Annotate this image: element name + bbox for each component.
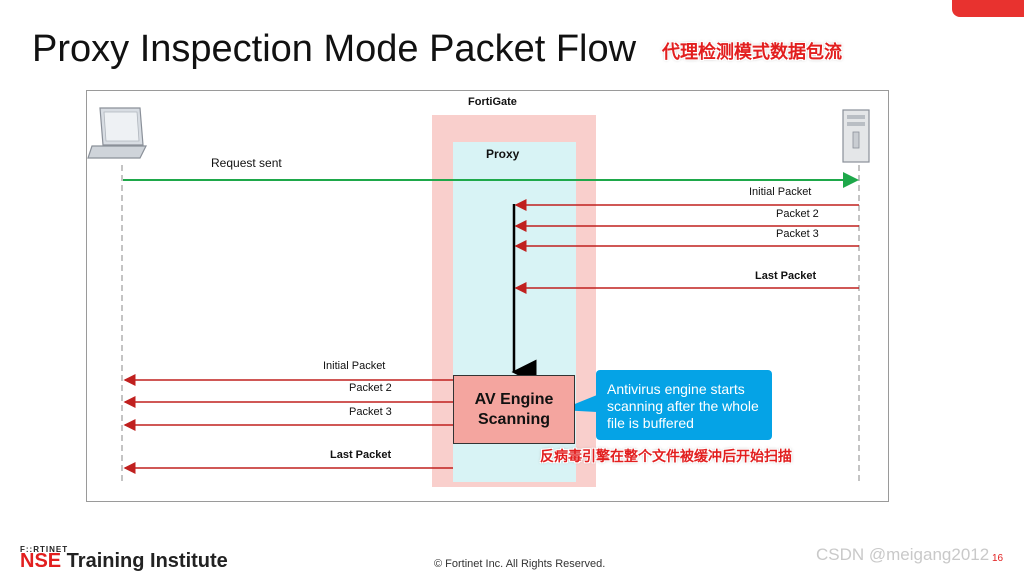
av-engine-label: AV Engine Scanning bbox=[474, 390, 554, 428]
training-institute-text: Training Institute bbox=[61, 550, 228, 572]
server-icon bbox=[842, 109, 870, 163]
request-label: Request sent bbox=[211, 156, 282, 170]
corner-accent bbox=[952, 0, 1024, 17]
note-cn: 反病毒引擎在整个文件被缓冲后开始扫描 bbox=[540, 449, 792, 465]
inbound-label-3: Packet 3 bbox=[776, 228, 819, 240]
inbound-label-4: Last Packet bbox=[755, 270, 817, 282]
outbound-label-2: Packet 2 bbox=[349, 382, 392, 394]
nse-text: NSE bbox=[20, 550, 62, 572]
copyright-text: © Fortinet Inc. All Rights Reserved. bbox=[434, 558, 606, 570]
outbound-label-4: Last Packet bbox=[330, 449, 392, 461]
watermark-text: CSDN @meigang2012 bbox=[816, 545, 990, 564]
page-number: 16 bbox=[992, 553, 1004, 564]
outbound-label-3: Packet 3 bbox=[349, 406, 392, 418]
av-engine-box: AV Engine Scanning bbox=[453, 375, 575, 444]
proxy-label: Proxy bbox=[486, 147, 520, 161]
fortinet-wordmark: F::RTINET bbox=[20, 545, 69, 554]
inbound-label-2: Packet 2 bbox=[776, 208, 819, 220]
nse-logo: NSE Training Institute bbox=[20, 550, 228, 573]
slide-title-cn: 代理检测模式数据包流 bbox=[662, 42, 842, 63]
inbound-label-1: Initial Packet bbox=[749, 186, 812, 198]
callout-box: Antivirus engine starts scanning after t… bbox=[596, 370, 772, 440]
outbound-label-1: Initial Packet bbox=[323, 360, 386, 372]
laptop-icon bbox=[87, 107, 147, 159]
slide-title: Proxy Inspection Mode Packet Flow bbox=[32, 28, 637, 70]
fortigate-label: FortiGate bbox=[468, 96, 517, 108]
callout-text: Antivirus engine starts scanning after t… bbox=[607, 381, 759, 431]
